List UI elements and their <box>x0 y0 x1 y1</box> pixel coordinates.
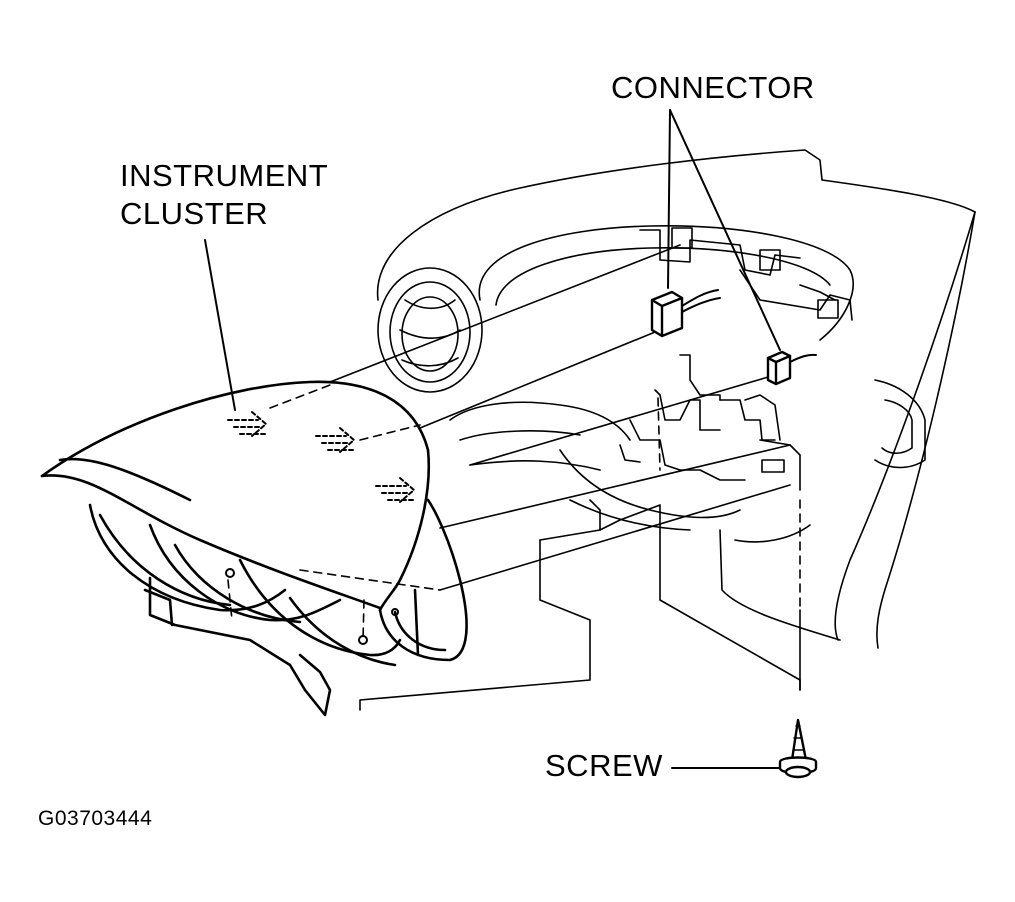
connector-label: CONNECTOR <box>611 70 815 105</box>
screw-label: SCREW <box>545 748 663 783</box>
connector-upper <box>652 290 720 336</box>
leader-lines <box>205 110 780 768</box>
instrument-cluster-label-line2: CLUSTER <box>120 196 269 231</box>
clip-markers <box>228 412 414 502</box>
instrument-cluster <box>42 382 467 715</box>
alignment-lines <box>330 245 790 590</box>
connector-lower <box>768 352 816 384</box>
dashboard-outline <box>360 150 975 710</box>
hidden-lines <box>228 385 800 640</box>
screw-icon <box>780 720 816 777</box>
instrument-cluster-label-line1: INSTRUMENT <box>120 158 329 193</box>
figure-id: G03703444 <box>38 807 153 830</box>
